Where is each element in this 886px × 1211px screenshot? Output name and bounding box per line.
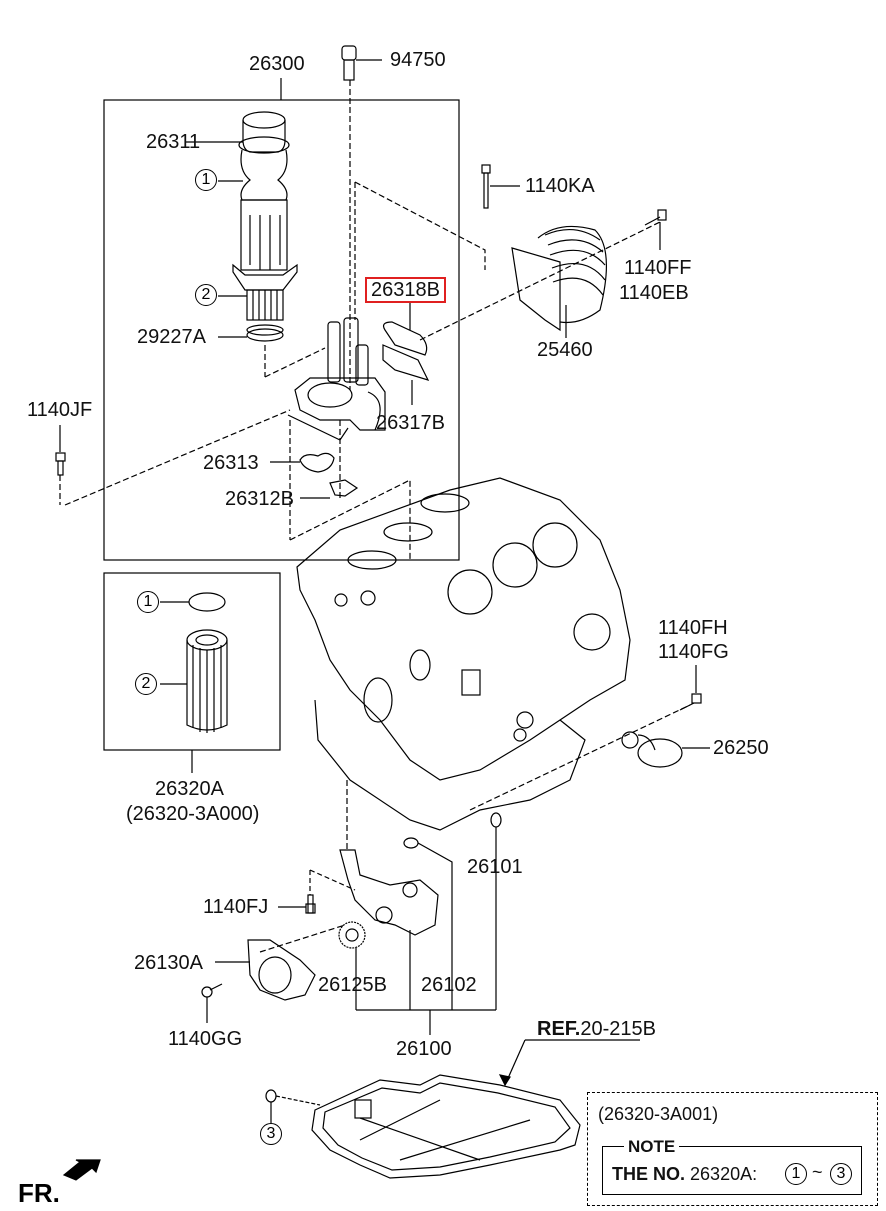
oil-pump-part <box>339 849 439 936</box>
oil-pressure-sensor-part <box>341 45 382 390</box>
note-heading: NOTE <box>624 1136 680 1158</box>
part-label-26125B[interactable]: 26125B <box>318 974 387 996</box>
part-label-1140GG[interactable]: 1140GG <box>168 1028 243 1050</box>
part-label-29227A[interactable]: 29227A <box>137 326 206 348</box>
oil-cooler-part <box>511 225 607 338</box>
note-range-end: 3 <box>830 1163 852 1185</box>
front-direction-arrow-icon <box>62 1159 101 1181</box>
part-label-26250[interactable]: 26250 <box>713 737 769 759</box>
part-label-26300[interactable]: 26300 <box>249 53 305 75</box>
part-label-1140FJ[interactable]: 1140FJ <box>203 896 269 918</box>
front-direction-label: FR. <box>18 1178 60 1208</box>
callout-1-filter: 1 <box>195 169 217 191</box>
oil-filter-kit-box <box>103 572 281 751</box>
bolt-1140JF-part <box>55 425 66 476</box>
part-number-26320-3A000: (26320-3A000) <box>126 803 260 825</box>
callout-2-kit: 2 <box>135 673 157 695</box>
part-label-1140EB[interactable]: 1140EB <box>619 282 689 304</box>
part-label-1140KA[interactable]: 1140KA <box>525 175 595 197</box>
part-label-26130A[interactable]: 26130A <box>134 952 203 974</box>
oil-filter-housing-part <box>287 317 386 441</box>
oil-pan-part <box>311 1074 581 1179</box>
bolt-1140FJ-part <box>305 869 356 914</box>
part-label-1140JF[interactable]: 1140JF <box>27 399 93 421</box>
note-part-number[interactable]: (26320-3A001) <box>598 1104 719 1124</box>
part-label-26313[interactable]: 26313 <box>203 452 259 474</box>
part-label-26100[interactable]: 26100 <box>396 1038 452 1060</box>
reference-value: 20-215B <box>580 1018 656 1040</box>
reference-prefix: REF. <box>537 1018 581 1040</box>
callout-1-kit: 1 <box>137 591 159 613</box>
oil-filter-element-part <box>186 629 228 733</box>
note-box <box>587 1092 878 1206</box>
note-range-start: 1 <box>785 1163 807 1185</box>
oil-cooler-gaskets-part <box>382 302 430 405</box>
reference-label[interactable]: REF.20-215B <box>537 1018 656 1040</box>
part-label-1140FH[interactable]: 1140FH <box>658 617 728 639</box>
callout-3-pan: 3 <box>260 1123 282 1145</box>
note-range-separator: ~ <box>812 1162 823 1182</box>
note-inner-box <box>602 1146 862 1195</box>
oil-strainer-part <box>621 731 710 768</box>
part-label-26311[interactable]: 26311 <box>146 131 201 153</box>
note-text-prefix: THE NO. <box>612 1164 686 1184</box>
callout-2-filter: 2 <box>195 284 217 306</box>
part-label-26320A[interactable]: 26320A <box>155 778 224 800</box>
note-text: THE NO. 26320A: <box>612 1163 757 1185</box>
part-label-26101[interactable]: 26101 <box>467 856 523 878</box>
part-label-26312B[interactable]: 26312B <box>225 488 294 510</box>
sprocket-part <box>338 921 366 949</box>
gasket-26312B-part <box>329 479 359 497</box>
part-label-25460[interactable]: 25460 <box>537 339 593 361</box>
o-ring-26102-part <box>403 837 419 849</box>
part-label-94750[interactable]: 94750 <box>390 49 446 71</box>
o-ring-26101-part <box>490 812 502 828</box>
gasket-26313-part <box>299 452 335 473</box>
note-text-part: 26320A: <box>690 1164 758 1184</box>
part-label-26102[interactable]: 26102 <box>421 974 477 996</box>
bolt-1140GG-part <box>201 983 223 1023</box>
oil-pump-cover-part <box>247 939 316 1001</box>
o-ring-part <box>188 592 226 612</box>
bolt-1140FF-part <box>644 209 667 250</box>
bolt-1140FH-part <box>679 665 702 711</box>
part-label-1140FF[interactable]: 1140FF <box>624 257 692 279</box>
bolt-1140KA-part <box>481 164 520 209</box>
part-label-26318B-selected[interactable]: 26318B <box>365 277 446 303</box>
drain-plug-washer-part <box>265 1089 321 1123</box>
oil-filter-cap-part <box>185 111 326 378</box>
part-label-26317B[interactable]: 26317B <box>376 412 445 434</box>
engine-block-part <box>296 477 631 831</box>
part-label-1140FG[interactable]: 1140FG <box>658 641 729 663</box>
